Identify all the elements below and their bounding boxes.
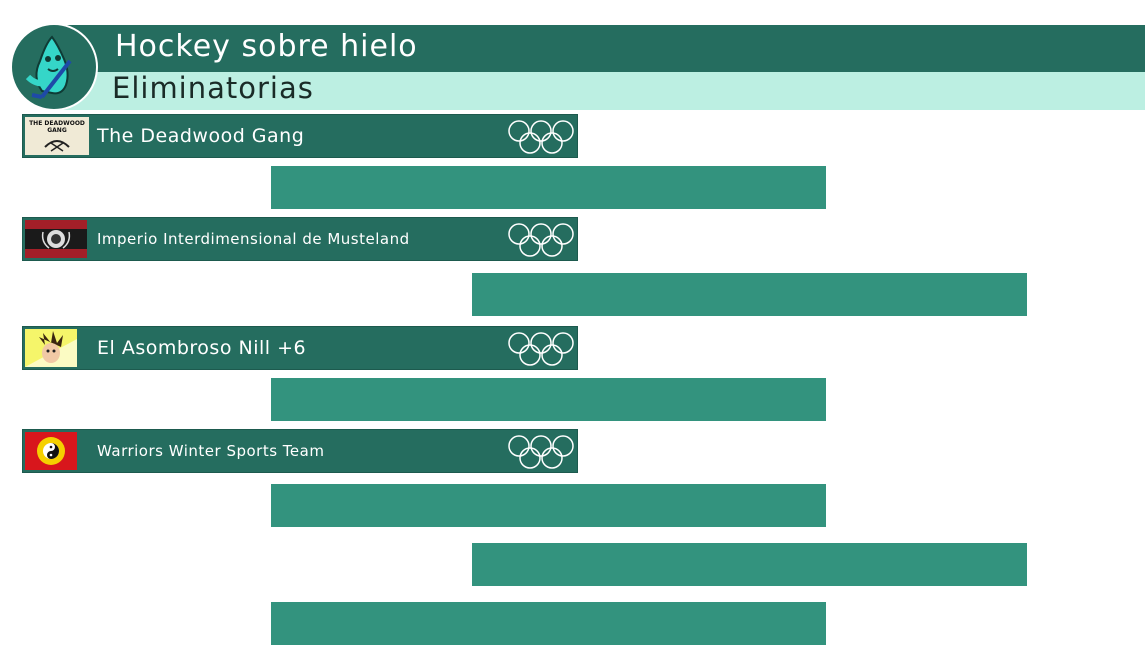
bracket-bar bbox=[271, 166, 826, 209]
page-subtitle: Eliminatorias bbox=[112, 71, 314, 105]
bracket-bar bbox=[271, 378, 826, 421]
ice-hockey-mascot-icon bbox=[10, 23, 98, 111]
team-row[interactable]: El Asombroso Nill +6 bbox=[22, 326, 578, 370]
olympic-rings-icon bbox=[508, 223, 574, 257]
team-row[interactable]: Imperio Interdimensional de Musteland bbox=[22, 217, 578, 261]
team-row[interactable]: THE DEADWOOD GANG The Deadwood Gang bbox=[22, 114, 578, 158]
title-bar bbox=[60, 25, 1145, 72]
nill-flag bbox=[25, 329, 77, 367]
team-name: Warriors Winter Sports Team bbox=[97, 442, 325, 460]
team-name: Imperio Interdimensional de Musteland bbox=[97, 230, 410, 248]
musteland-flag bbox=[25, 220, 87, 258]
olympic-rings-icon bbox=[508, 332, 574, 366]
team-row[interactable]: Warriors Winter Sports Team bbox=[22, 429, 578, 473]
olympic-rings-icon bbox=[508, 120, 574, 154]
page-title: Hockey sobre hielo bbox=[115, 29, 418, 64]
warriors-flag bbox=[25, 432, 77, 470]
bracket-bar bbox=[472, 273, 1027, 316]
team-name: The Deadwood Gang bbox=[97, 125, 305, 147]
team-name: El Asombroso Nill +6 bbox=[97, 337, 307, 359]
deadwood-gang-flag: THE DEADWOOD GANG bbox=[25, 117, 89, 155]
olympic-rings-icon bbox=[508, 435, 574, 469]
subtitle-bar bbox=[60, 72, 1145, 110]
bracket-bar bbox=[271, 602, 826, 645]
bracket-bar bbox=[472, 543, 1027, 586]
bracket-bar bbox=[271, 484, 826, 527]
